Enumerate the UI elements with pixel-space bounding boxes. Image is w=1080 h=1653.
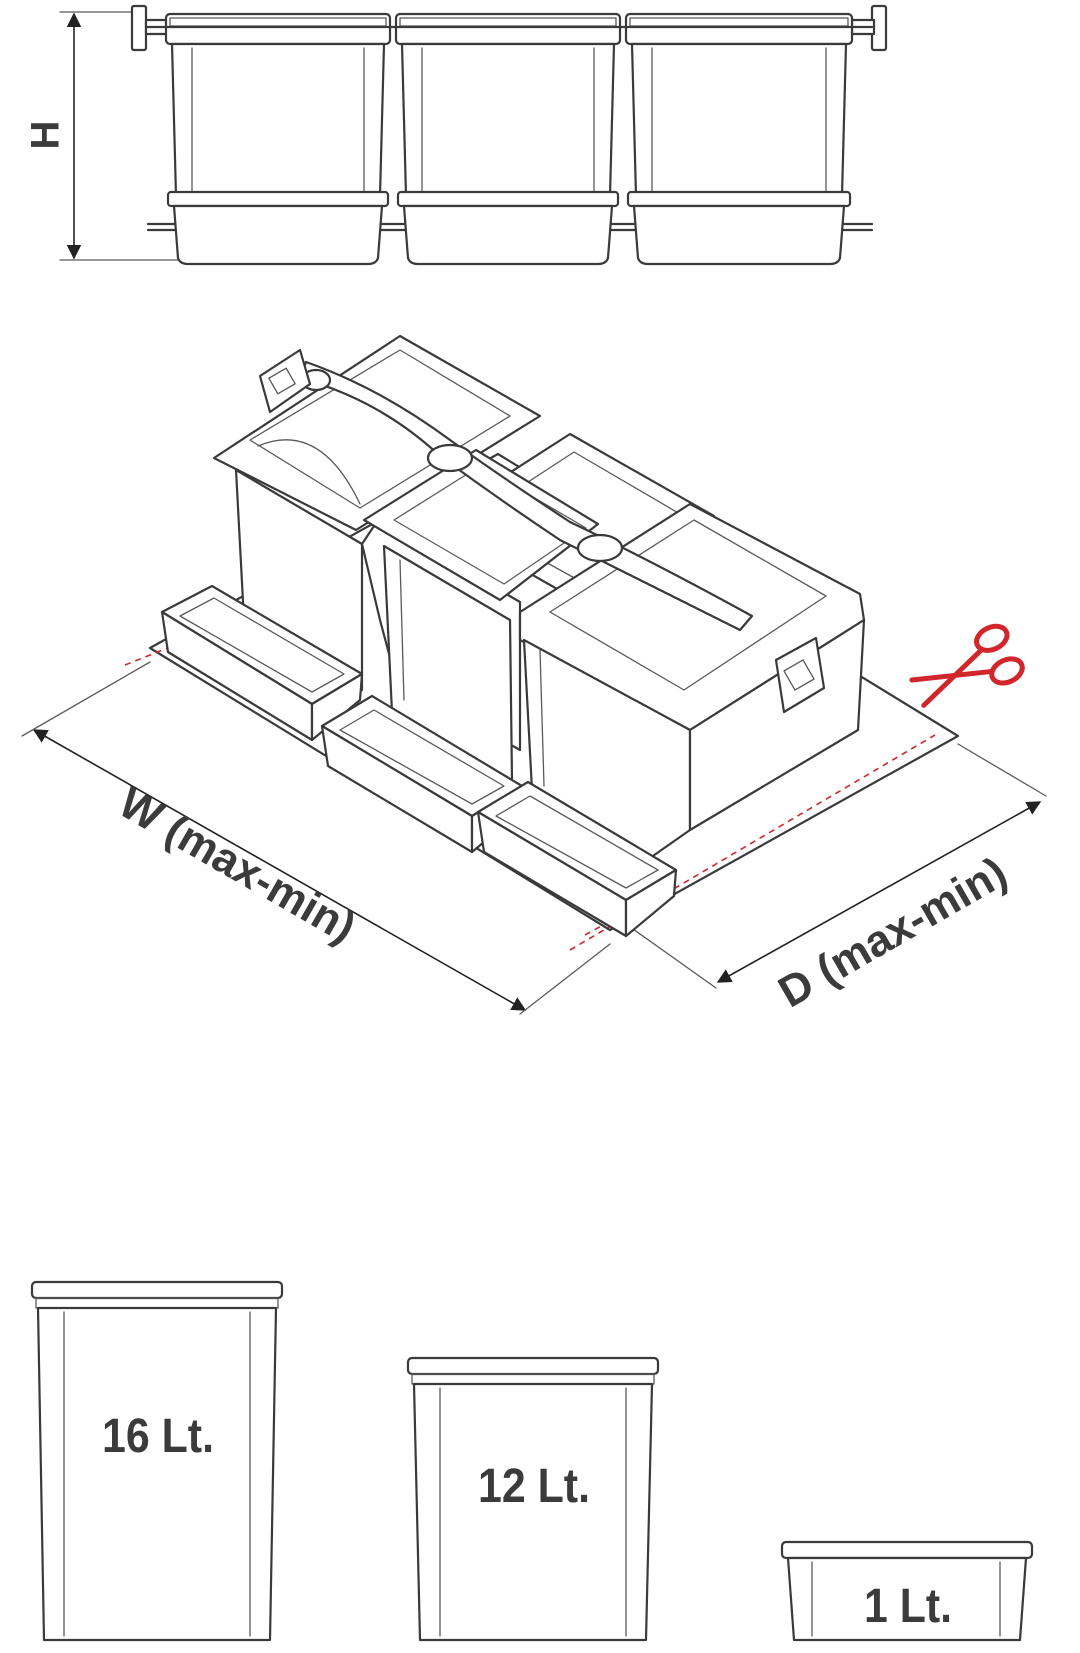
- front-bin-1: [164, 12, 392, 266]
- iso-tray-3: [476, 780, 678, 938]
- bracket-right: [774, 636, 826, 714]
- handle-bar: [298, 360, 754, 632]
- container-1l: 1 Lt.: [780, 1540, 1034, 1642]
- container-1l-label: 1 Lt.: [864, 1580, 952, 1633]
- width-label: W (max-min): [111, 778, 364, 952]
- container-12l: 12 Lt.: [406, 1356, 660, 1642]
- front-bin-2: [394, 12, 622, 266]
- container-12l-label: 12 Lt.: [478, 1460, 590, 1513]
- front-view: H: [24, 4, 888, 266]
- height-label: H: [24, 121, 68, 150]
- bracket-left: [258, 348, 312, 414]
- container-16l: 16 Lt.: [30, 1280, 284, 1642]
- scissors-icon: [909, 623, 1025, 708]
- height-dimension: H: [24, 11, 181, 261]
- container-16l-label: 16 Lt.: [102, 1410, 214, 1463]
- front-bin-3: [624, 12, 854, 266]
- isometric-view: W (max-min) D (max-min): [21, 334, 1047, 1017]
